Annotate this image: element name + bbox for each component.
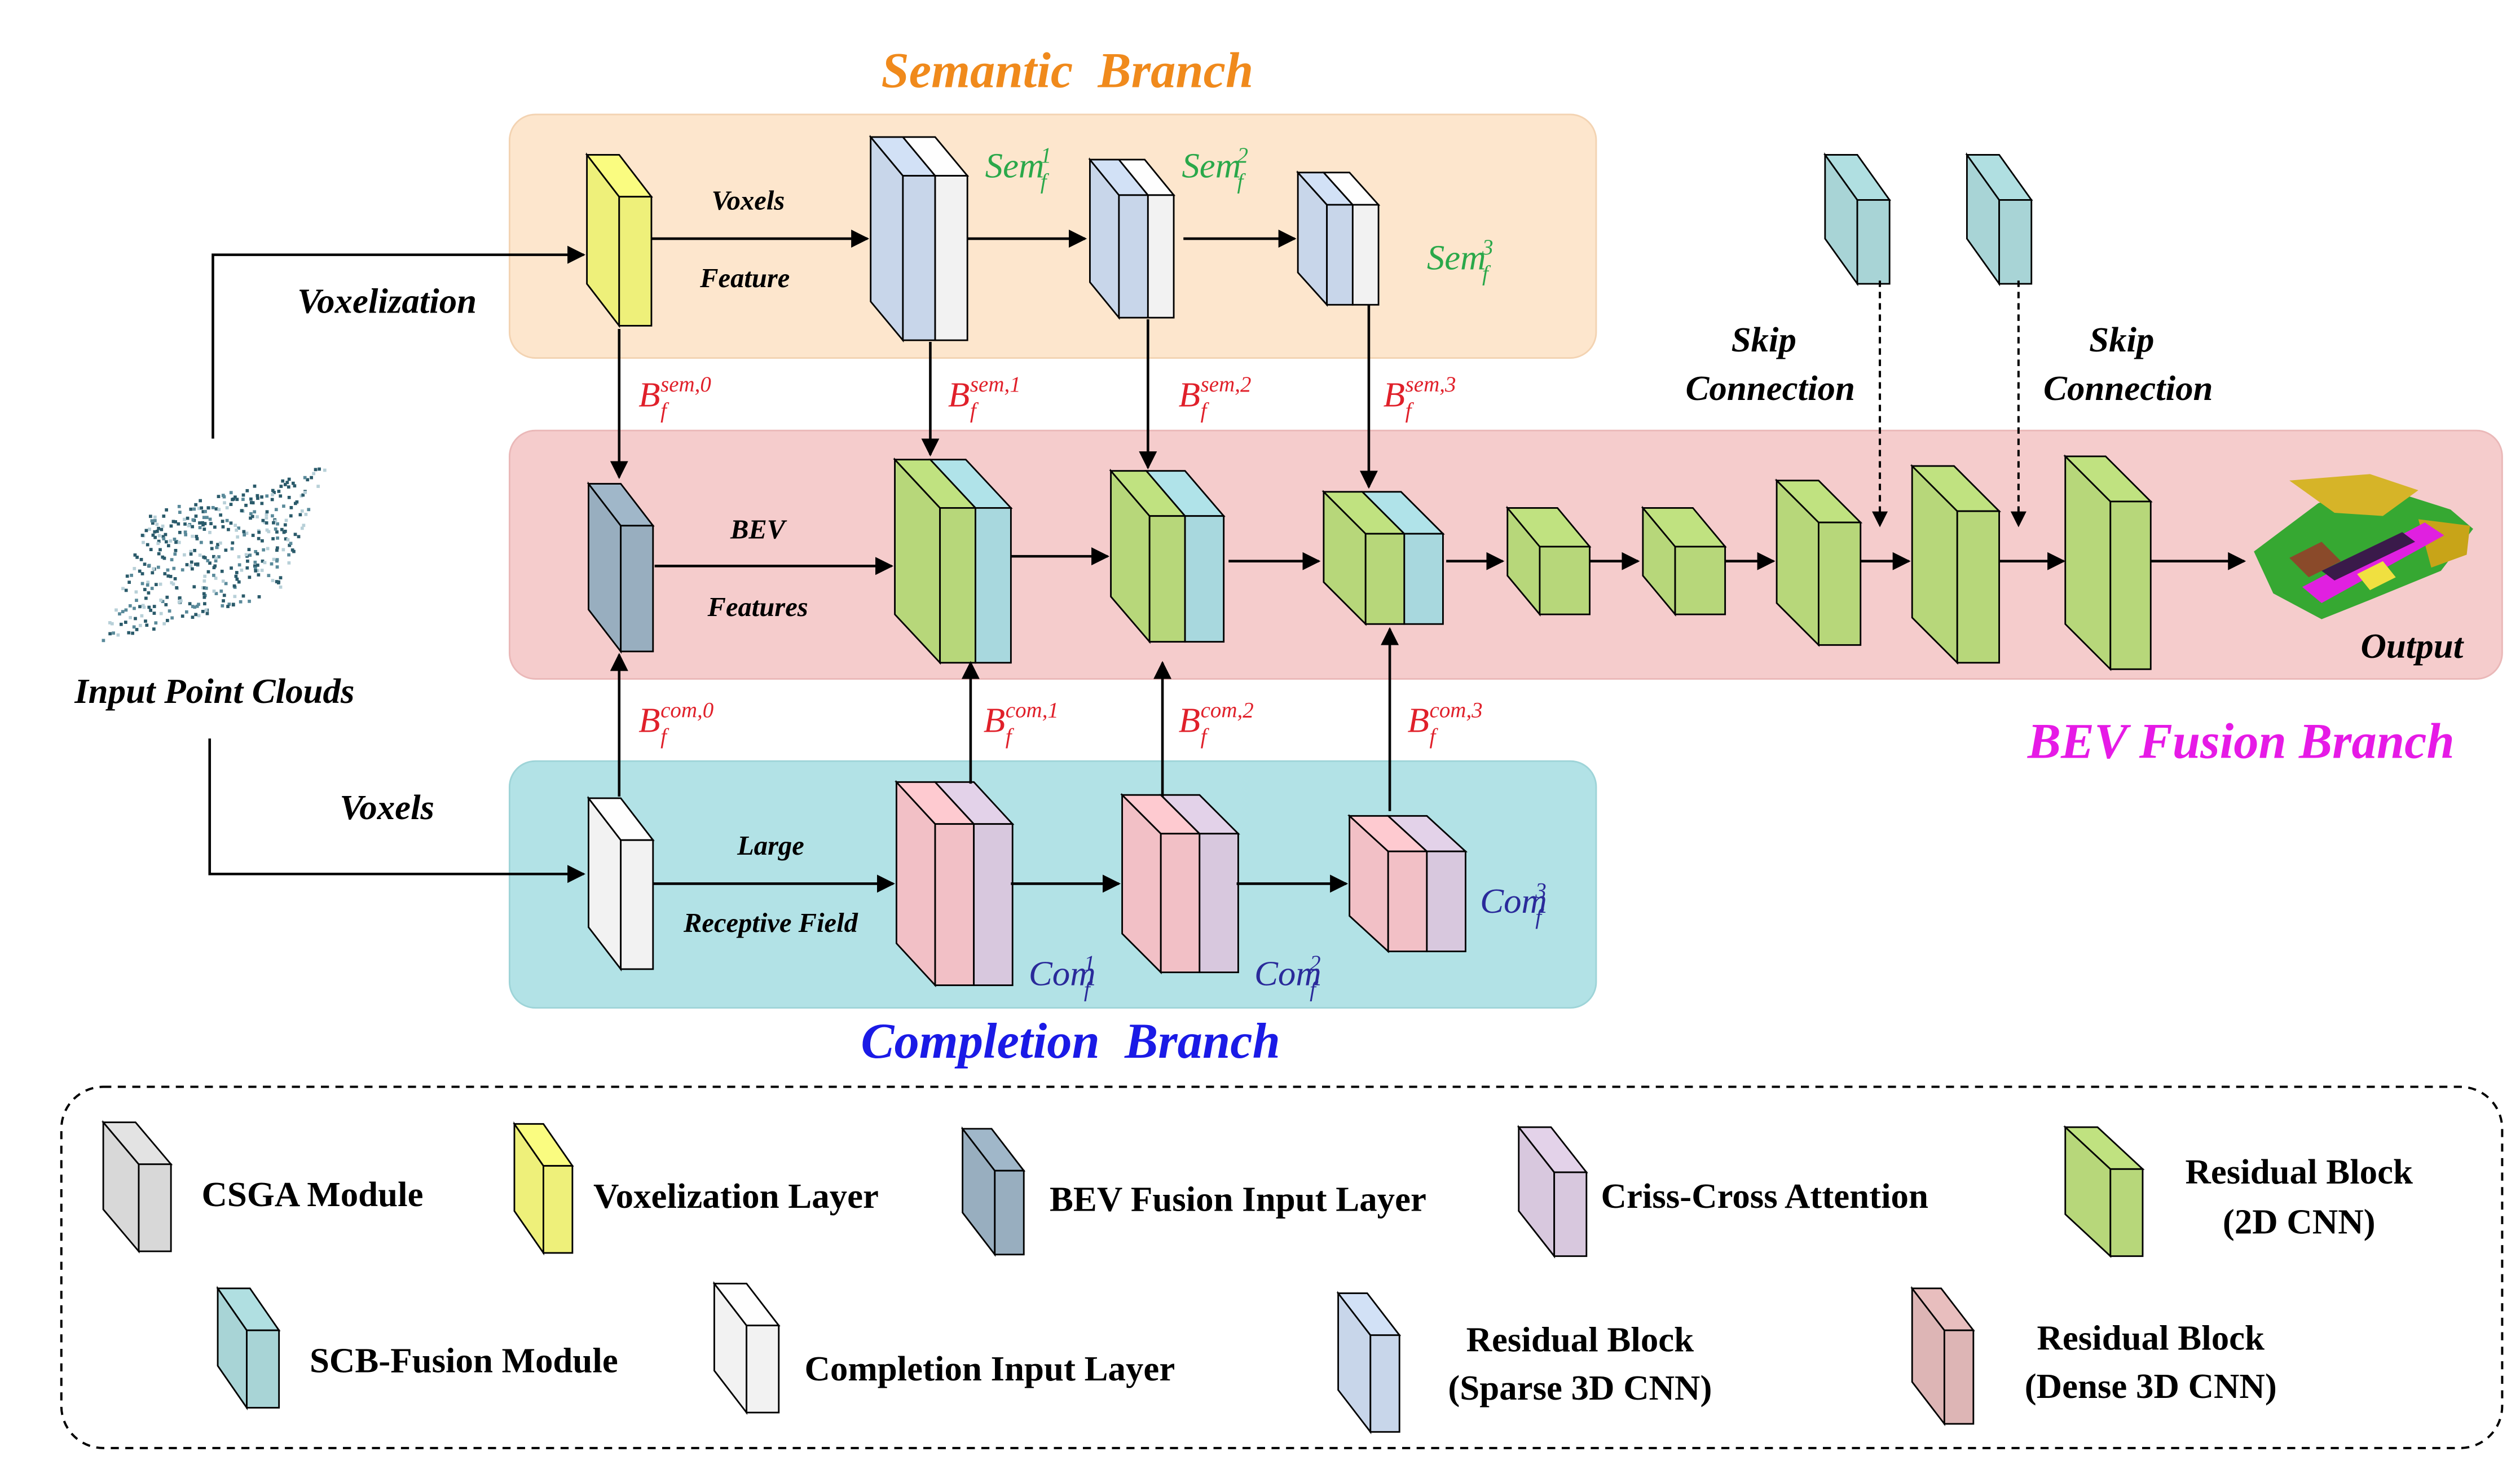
legend-res-dense-label-1: Residual Block: [2037, 1318, 2265, 1357]
b-com-label-2: Bcom,2: [1179, 698, 1254, 740]
legend-res2d-label-2: (2D CNN): [2223, 1202, 2376, 1242]
legend-voxelization-icon: [513, 1121, 574, 1256]
legend-scb-icon: [216, 1286, 281, 1410]
completion-residual-block-1: [895, 780, 1015, 988]
com-feature-label-1: Com1: [1029, 951, 1096, 993]
b-sem-label-1-sub: f: [970, 398, 979, 423]
semantic-residual-block-2: [1088, 157, 1176, 320]
completion-input-layer-block: [587, 795, 655, 972]
legend-box: [60, 1085, 2504, 1449]
legend-bev-input-icon: [961, 1126, 1026, 1257]
b-sem-label-2-sub: f: [1201, 398, 1210, 423]
output-label: Output: [2360, 626, 2464, 666]
legend-res-sparse-label-2: (Sparse 3D CNN): [1448, 1368, 1712, 1408]
skip-connection-label-2b: Connection: [2043, 368, 2213, 408]
bev-fusion-input-layer-block: [587, 481, 655, 654]
semantic-residual-block-1: [869, 135, 970, 343]
b-com-label-2-sub: f: [1201, 724, 1210, 749]
large-rf-label-1: Large: [737, 830, 804, 861]
legend-res-dense-icon: [1910, 1286, 1975, 1427]
bev-residual-block-3: [1774, 478, 1863, 647]
bev-fusion-block-2: [1109, 468, 1226, 644]
legend-comp-input-icon: [712, 1281, 781, 1415]
voxels-feature-label-2: Feature: [699, 263, 790, 293]
legend-voxelization-label: Voxelization Layer: [593, 1176, 879, 1216]
voxels-route: [208, 738, 586, 883]
connection-arrows: [610, 230, 2246, 893]
sem-feature-label-1: Sem1: [985, 143, 1052, 185]
bev-fusion-block-1: [893, 458, 1013, 665]
skip-connection-label-1a: Skip: [1732, 320, 1796, 359]
legend-cca-icon: [1517, 1124, 1588, 1259]
b-com-label-1: Bcom,1: [984, 698, 1059, 740]
bev-features-label-1: BEV: [730, 514, 787, 545]
bev-branch-title: BEV Fusion Branch: [2027, 714, 2455, 769]
bev-branch-region: [508, 429, 2503, 680]
b-com-label-1-sub: f: [1006, 724, 1015, 749]
semantic-scene-icon: [2254, 474, 2473, 619]
bev-residual-block-2: [1641, 505, 1727, 617]
bev-residual-block-1: [1505, 505, 1592, 617]
sem-feature-label-3: Sem3: [1427, 235, 1494, 277]
b-sem-label-0-sub: f: [660, 398, 669, 423]
skip-connection-label-2a: Skip: [2089, 320, 2154, 359]
semantic-residual-block-3: [1296, 170, 1381, 307]
legend-res-sparse-icon: [1336, 1291, 1402, 1435]
voxelization-route: [212, 245, 586, 439]
bev-residual-block-4: [1910, 464, 2002, 665]
skip-connection-label-1b: Connection: [1685, 368, 1854, 408]
b-sem-label-2: Bsem,2: [1179, 372, 1252, 414]
com-feature-label-2: Com2: [1254, 951, 1321, 993]
legend-csga-icon: [102, 1120, 173, 1254]
voxels-feature-label-1: Voxels: [712, 186, 785, 216]
bev-residual-block-5: [2063, 454, 2153, 671]
bev-fusion-block-3: [1321, 490, 1445, 626]
legend-res2d-icon: [2063, 1125, 2145, 1258]
semantic-branch-region: [508, 113, 1597, 359]
semantic-branch-title: Semantic Branch: [882, 43, 1254, 98]
input-point-clouds-label: Input Point Clouds: [74, 671, 354, 711]
large-rf-label-2: Receptive Field: [683, 908, 858, 938]
b-sem-label-3-sub: f: [1406, 398, 1415, 423]
b-sem-label-1: Bsem,1: [948, 372, 1021, 414]
com-feature-label-3: Com3: [1480, 878, 1547, 920]
legend-res-sparse-label-1: Residual Block: [1466, 1320, 1694, 1359]
b-com-label-3-sub: f: [1430, 724, 1439, 749]
completion-residual-block-3: [1347, 814, 1468, 953]
sem-feature-label-2: Sem2: [1182, 143, 1248, 185]
point-cloud-icon: [102, 467, 327, 643]
completion-branch-title: Completion Branch: [861, 1014, 1280, 1069]
completion-residual-block-2: [1120, 793, 1240, 975]
b-sem-label-0: Bsem,0: [638, 372, 711, 414]
bev-features-label-2: Features: [707, 592, 808, 622]
voxelization-layer-block: [585, 152, 653, 328]
legend-res-dense-label-2: (Dense 3D CNN): [2025, 1366, 2277, 1406]
voxelization-label: Voxelization: [297, 282, 477, 321]
voxels-label: Voxels: [340, 788, 434, 827]
b-com-label-3: Bcom,3: [1408, 698, 1483, 740]
b-com-label-0-sub: f: [660, 724, 669, 749]
b-sem-label-3: Bsem,3: [1384, 372, 1456, 414]
legend-cca-label: Criss-Cross Attention: [1601, 1176, 1928, 1216]
skip-connection-arrows: [1872, 280, 2026, 527]
legend-csga-label: CSGA Module: [201, 1175, 423, 1214]
legend-res2d-label-1: Residual Block: [2185, 1152, 2413, 1191]
legend-comp-input-label: Completion Input Layer: [805, 1349, 1175, 1388]
legend-scb-label: SCB-Fusion Module: [310, 1340, 618, 1380]
skip-scb-fusion-module-1: [1823, 152, 1891, 287]
b-com-label-0: Bcom,0: [638, 698, 713, 740]
skip-scb-fusion-module-2: [1965, 152, 2033, 287]
legend-bev-input-label: BEV Fusion Input Layer: [1050, 1180, 1426, 1219]
